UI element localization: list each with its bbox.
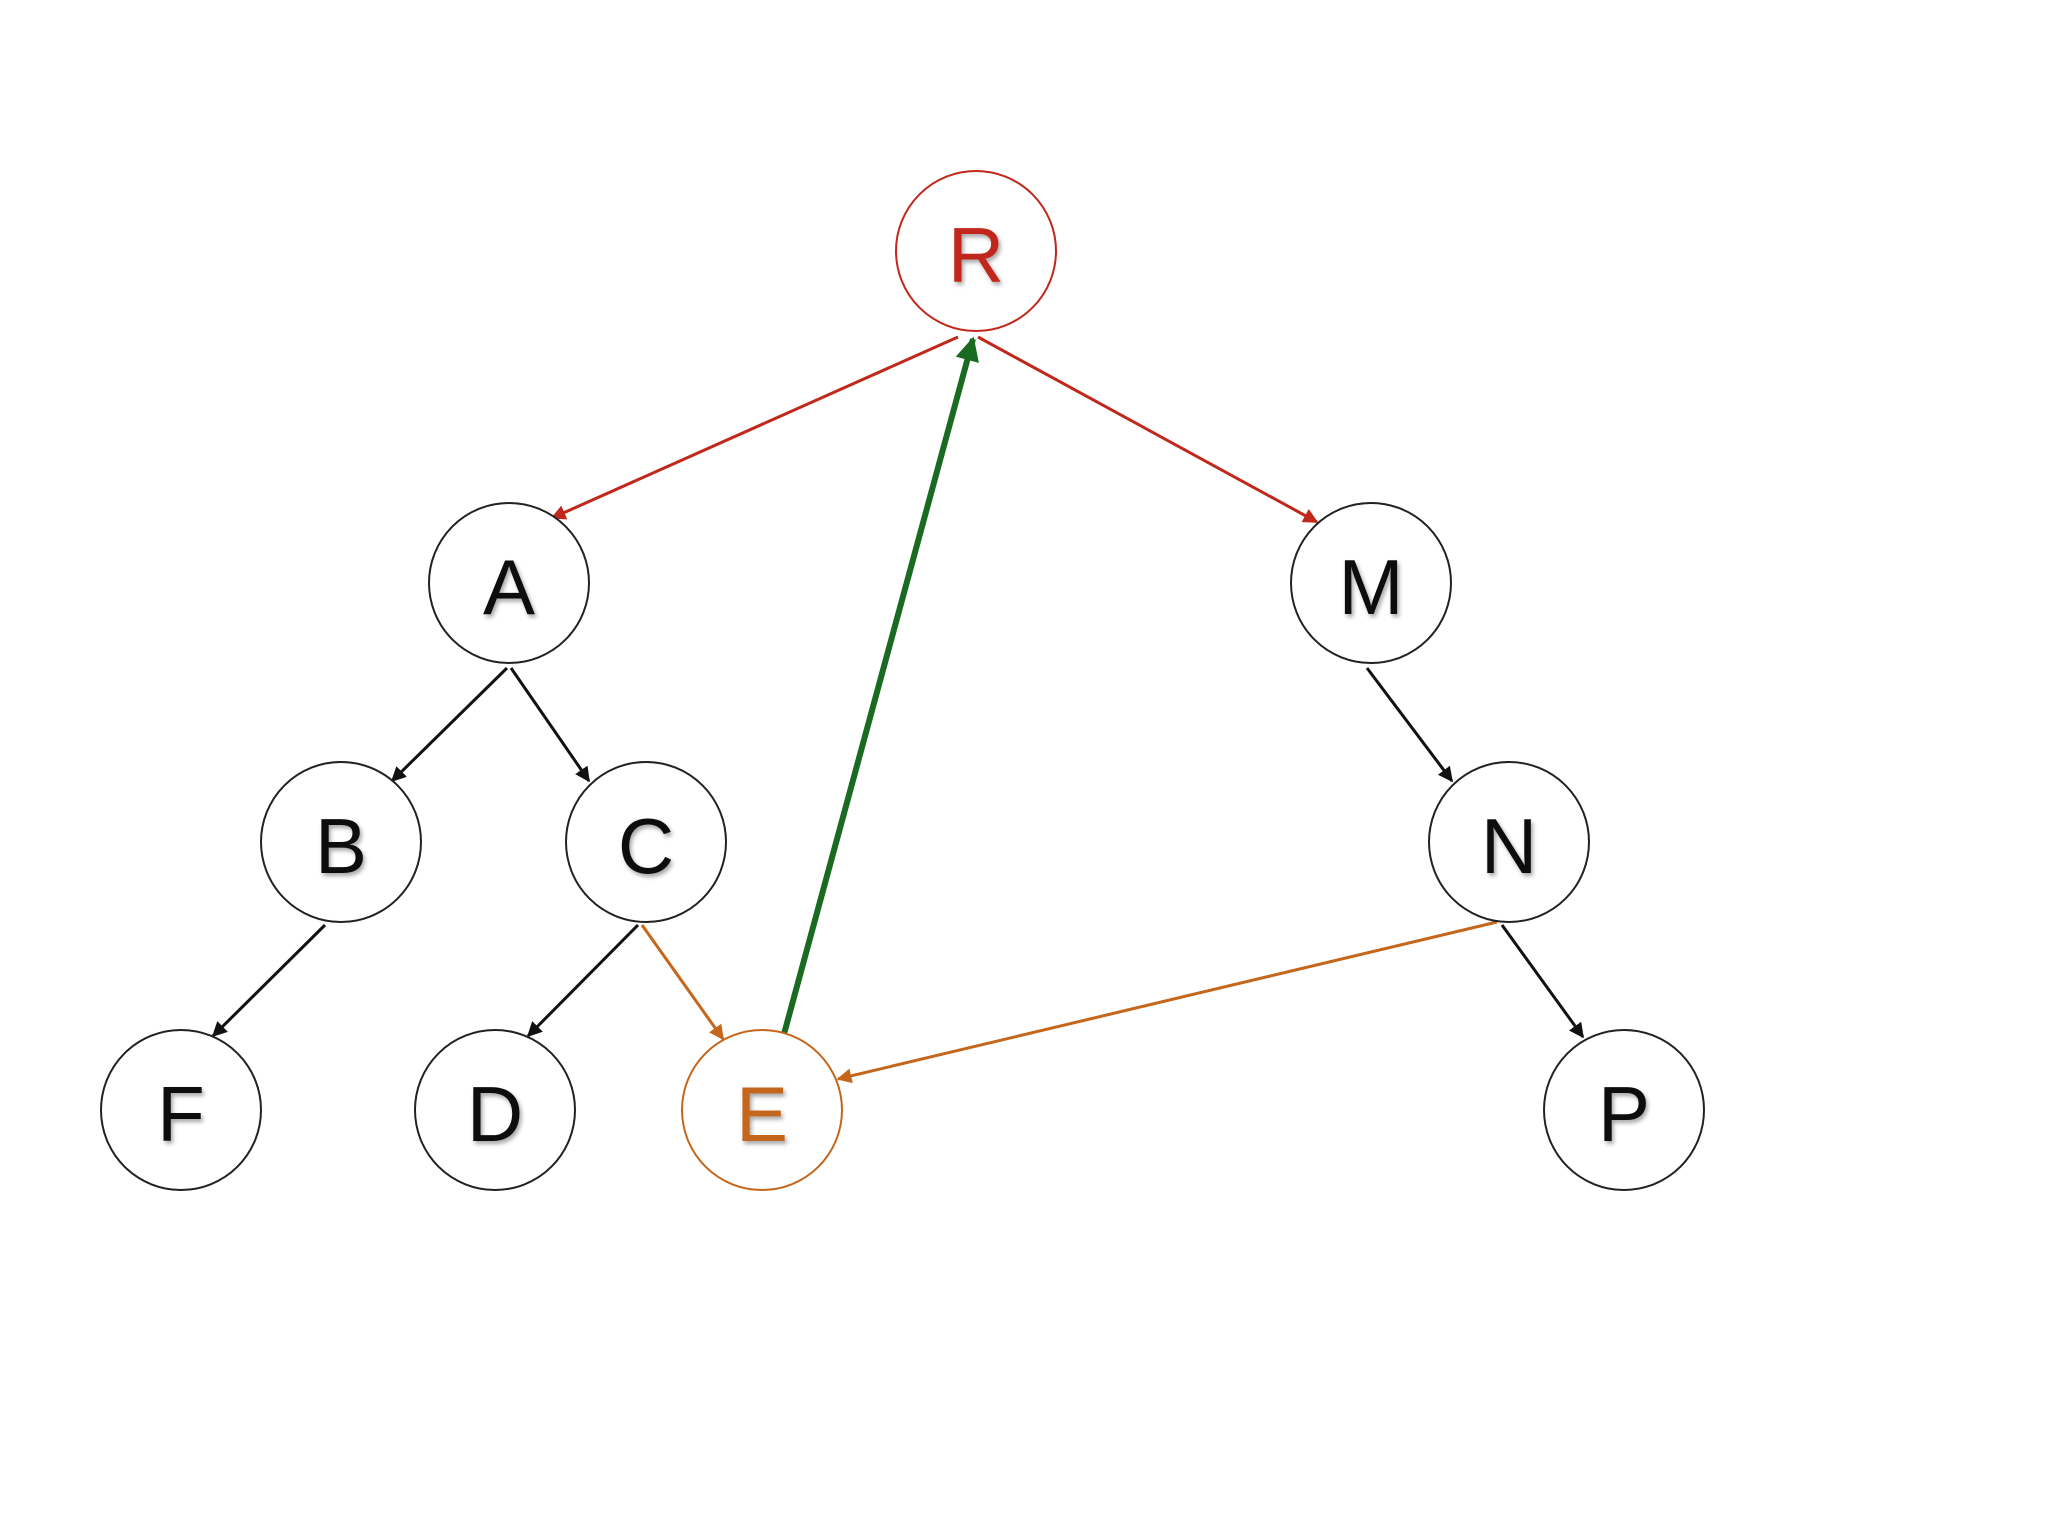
edge-m-to-n [1365, 667, 1454, 783]
node-circle [565, 761, 727, 923]
edge-a-to-b [390, 666, 509, 783]
node-circle [100, 1029, 262, 1191]
node-circle [414, 1029, 576, 1191]
edges-layer [211, 335, 1585, 1084]
edge-n-to-e [836, 920, 1498, 1084]
nodes-layer: R A M B C N F D E P [100, 170, 1705, 1191]
edge-c-to-d [526, 923, 640, 1038]
node-circle [895, 170, 1057, 332]
node-b: B [260, 761, 422, 923]
node-m: M [1290, 502, 1452, 664]
node-label: F [157, 1070, 205, 1158]
edge-r-to-m [977, 335, 1319, 524]
edge-c-to-e [640, 924, 725, 1041]
node-label: N [1481, 802, 1537, 890]
edge-n-to-p [1500, 924, 1585, 1039]
node-label: D [467, 1070, 523, 1158]
node-label: B [315, 802, 367, 890]
node-r: R [895, 170, 1057, 332]
node-label: M [1339, 543, 1404, 631]
node-label: R [948, 211, 1004, 299]
node-d: D [414, 1029, 576, 1191]
node-c: C [565, 761, 727, 923]
node-f: F [100, 1029, 262, 1191]
node-circle [681, 1029, 843, 1191]
node-circle [1290, 502, 1452, 664]
node-label: P [1598, 1070, 1650, 1158]
node-p: P [1543, 1029, 1705, 1191]
node-a: A [428, 502, 590, 664]
edge-e-to-r [781, 336, 979, 1035]
node-circle [1428, 761, 1590, 923]
node-label: C [618, 802, 674, 890]
node-n: N [1428, 761, 1590, 923]
node-circle [260, 761, 422, 923]
edge-a-to-c [509, 667, 591, 783]
node-label: E [736, 1070, 788, 1158]
edge-r-to-a [550, 335, 959, 520]
node-label: A [483, 543, 535, 631]
node-circle [1543, 1029, 1705, 1191]
node-circle [428, 502, 590, 664]
node-e: E [681, 1029, 843, 1191]
edge-b-to-f [211, 923, 327, 1038]
